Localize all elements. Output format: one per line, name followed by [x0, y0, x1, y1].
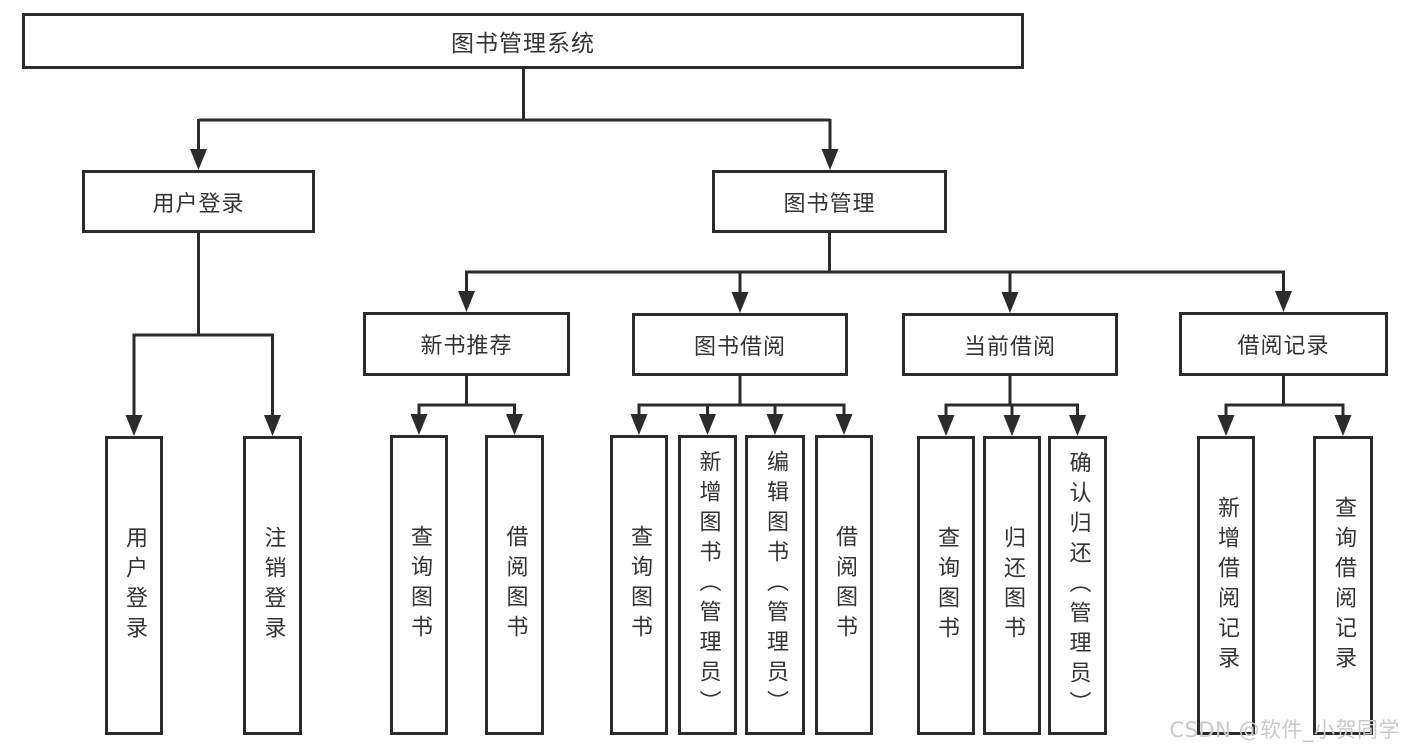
connector-borrowrecords-to-children	[1224, 376, 1345, 418]
connector-userlogin-to-children	[132, 233, 274, 418]
arrowhead	[1069, 415, 1086, 436]
node-user-login: 用户登录	[82, 170, 315, 233]
arrowhead	[1003, 415, 1021, 436]
node-root-system: 图书管理系统	[22, 13, 1024, 69]
leaf-newrec-query-books: 查询图书	[390, 435, 448, 735]
arrowhead	[410, 414, 428, 435]
leaf-current-confirm-return-admin: 确认归还（管理员）	[1048, 436, 1107, 735]
arrowhead	[821, 149, 839, 170]
arrowhead	[458, 291, 475, 312]
arrowhead	[264, 415, 281, 436]
leaf-records-add-record: 新增借阅记录	[1197, 436, 1255, 735]
arrowhead	[699, 414, 716, 435]
arrowhead	[506, 414, 523, 435]
leaf-current-query-books: 查询图书	[917, 436, 975, 735]
node-current-borrow: 当前借阅	[902, 313, 1118, 376]
arrowhead	[766, 414, 784, 435]
connector-bookmgmt-to-modules	[465, 233, 1285, 295]
node-new-book-recommend: 新书推荐	[363, 312, 570, 376]
arrowheads	[125, 149, 1352, 436]
node-book-borrow: 图书借阅	[632, 313, 848, 376]
arrowhead	[1275, 291, 1292, 312]
arrowhead	[1334, 415, 1352, 436]
arrowhead	[835, 414, 853, 435]
leaf-borrow-borrow-books: 借阅图书	[815, 435, 873, 735]
leaf-borrow-query-books: 查询图书	[610, 435, 668, 735]
watermark-text: CSDN @软件_小贺同学	[1169, 718, 1400, 742]
leaf-user-login: 用户登录	[105, 436, 163, 735]
leaf-current-return-books: 归还图书	[983, 436, 1041, 735]
leaf-borrow-edit-books-admin: 编辑图书（管理员）	[745, 435, 805, 735]
connector-currentborrow-to-children	[944, 376, 1079, 418]
arrowhead	[190, 149, 207, 170]
arrowhead	[630, 414, 648, 435]
leaf-logout: 注销登录	[243, 436, 302, 735]
connector-bookborrow-to-children	[637, 376, 846, 418]
arrowhead	[937, 415, 955, 436]
leaf-newrec-borrow-books: 借阅图书	[485, 435, 544, 735]
connector-root-to-level2	[197, 69, 832, 153]
connector-newbookrec-to-children	[417, 376, 516, 418]
arrowhead	[731, 292, 749, 313]
node-borrow-records: 借阅记录	[1179, 312, 1388, 376]
arrowhead	[1001, 292, 1019, 313]
node-book-management: 图书管理	[712, 170, 947, 233]
arrowhead	[1217, 415, 1235, 436]
arrowhead	[125, 415, 143, 436]
leaf-records-query-record: 查询借阅记录	[1313, 436, 1373, 735]
leaf-borrow-add-books-admin: 新增图书（管理员）	[678, 435, 737, 735]
